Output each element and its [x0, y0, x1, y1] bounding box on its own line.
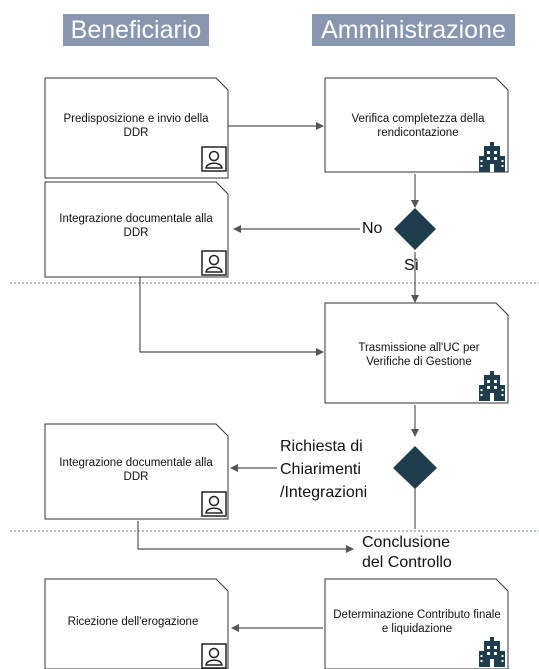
process-box-trasmissione: [324, 302, 509, 404]
edge-label-chiarimenti: Chiarimenti: [280, 461, 361, 478]
person-icon: [201, 250, 227, 276]
node-label-trasmissione: Trasmissione all'UC per Verifiche di Ges…: [358, 342, 480, 368]
connector: [137, 521, 354, 553]
edge-label-richiesta: Richiesta di: [280, 438, 363, 455]
decision-diamond-chiarimenti: [393, 446, 437, 489]
process-box-verifica: [324, 77, 509, 173]
process-box-predisposizione: [44, 77, 229, 179]
edge-label-conclusione: Conclusione: [362, 534, 451, 551]
person-icon: [201, 643, 227, 669]
lane-header-amministrazione: Amministrazione: [312, 14, 515, 46]
decision-diamond-completezza: [394, 208, 436, 250]
process-box-integrazione-1: [44, 181, 229, 278]
connector: [139, 277, 324, 356]
edge-label-del-controllo: del Controllo: [362, 554, 452, 571]
node-label-integrazione-2: Integrazione documentale alla DDR: [59, 457, 213, 483]
node-label-determinazione: Determinazione Contributo finale e liqui…: [333, 609, 501, 635]
node-label-integrazione-1: Integrazione documentale alla DDR: [59, 213, 213, 239]
process-box-ricezione: [44, 578, 229, 669]
process-box-determinazione: [324, 578, 509, 669]
person-icon: [201, 146, 227, 172]
edge-label-no: No: [362, 220, 383, 237]
node-label-predisposizione: Predisposizione e invio della DDR: [63, 113, 209, 139]
person-icon: [201, 491, 227, 517]
edge-label-integrazioni: /Integrazioni: [280, 484, 368, 501]
process-box-integrazione-2: [44, 423, 229, 520]
node-label-ricezione: Ricezione dell'erogazione: [67, 616, 199, 628]
node-label-verifica: Verifica completezza della rendicontazio…: [351, 113, 485, 139]
lane-header-beneficiario: Beneficiario: [63, 14, 209, 46]
edge-label-si: Sì: [404, 257, 420, 274]
